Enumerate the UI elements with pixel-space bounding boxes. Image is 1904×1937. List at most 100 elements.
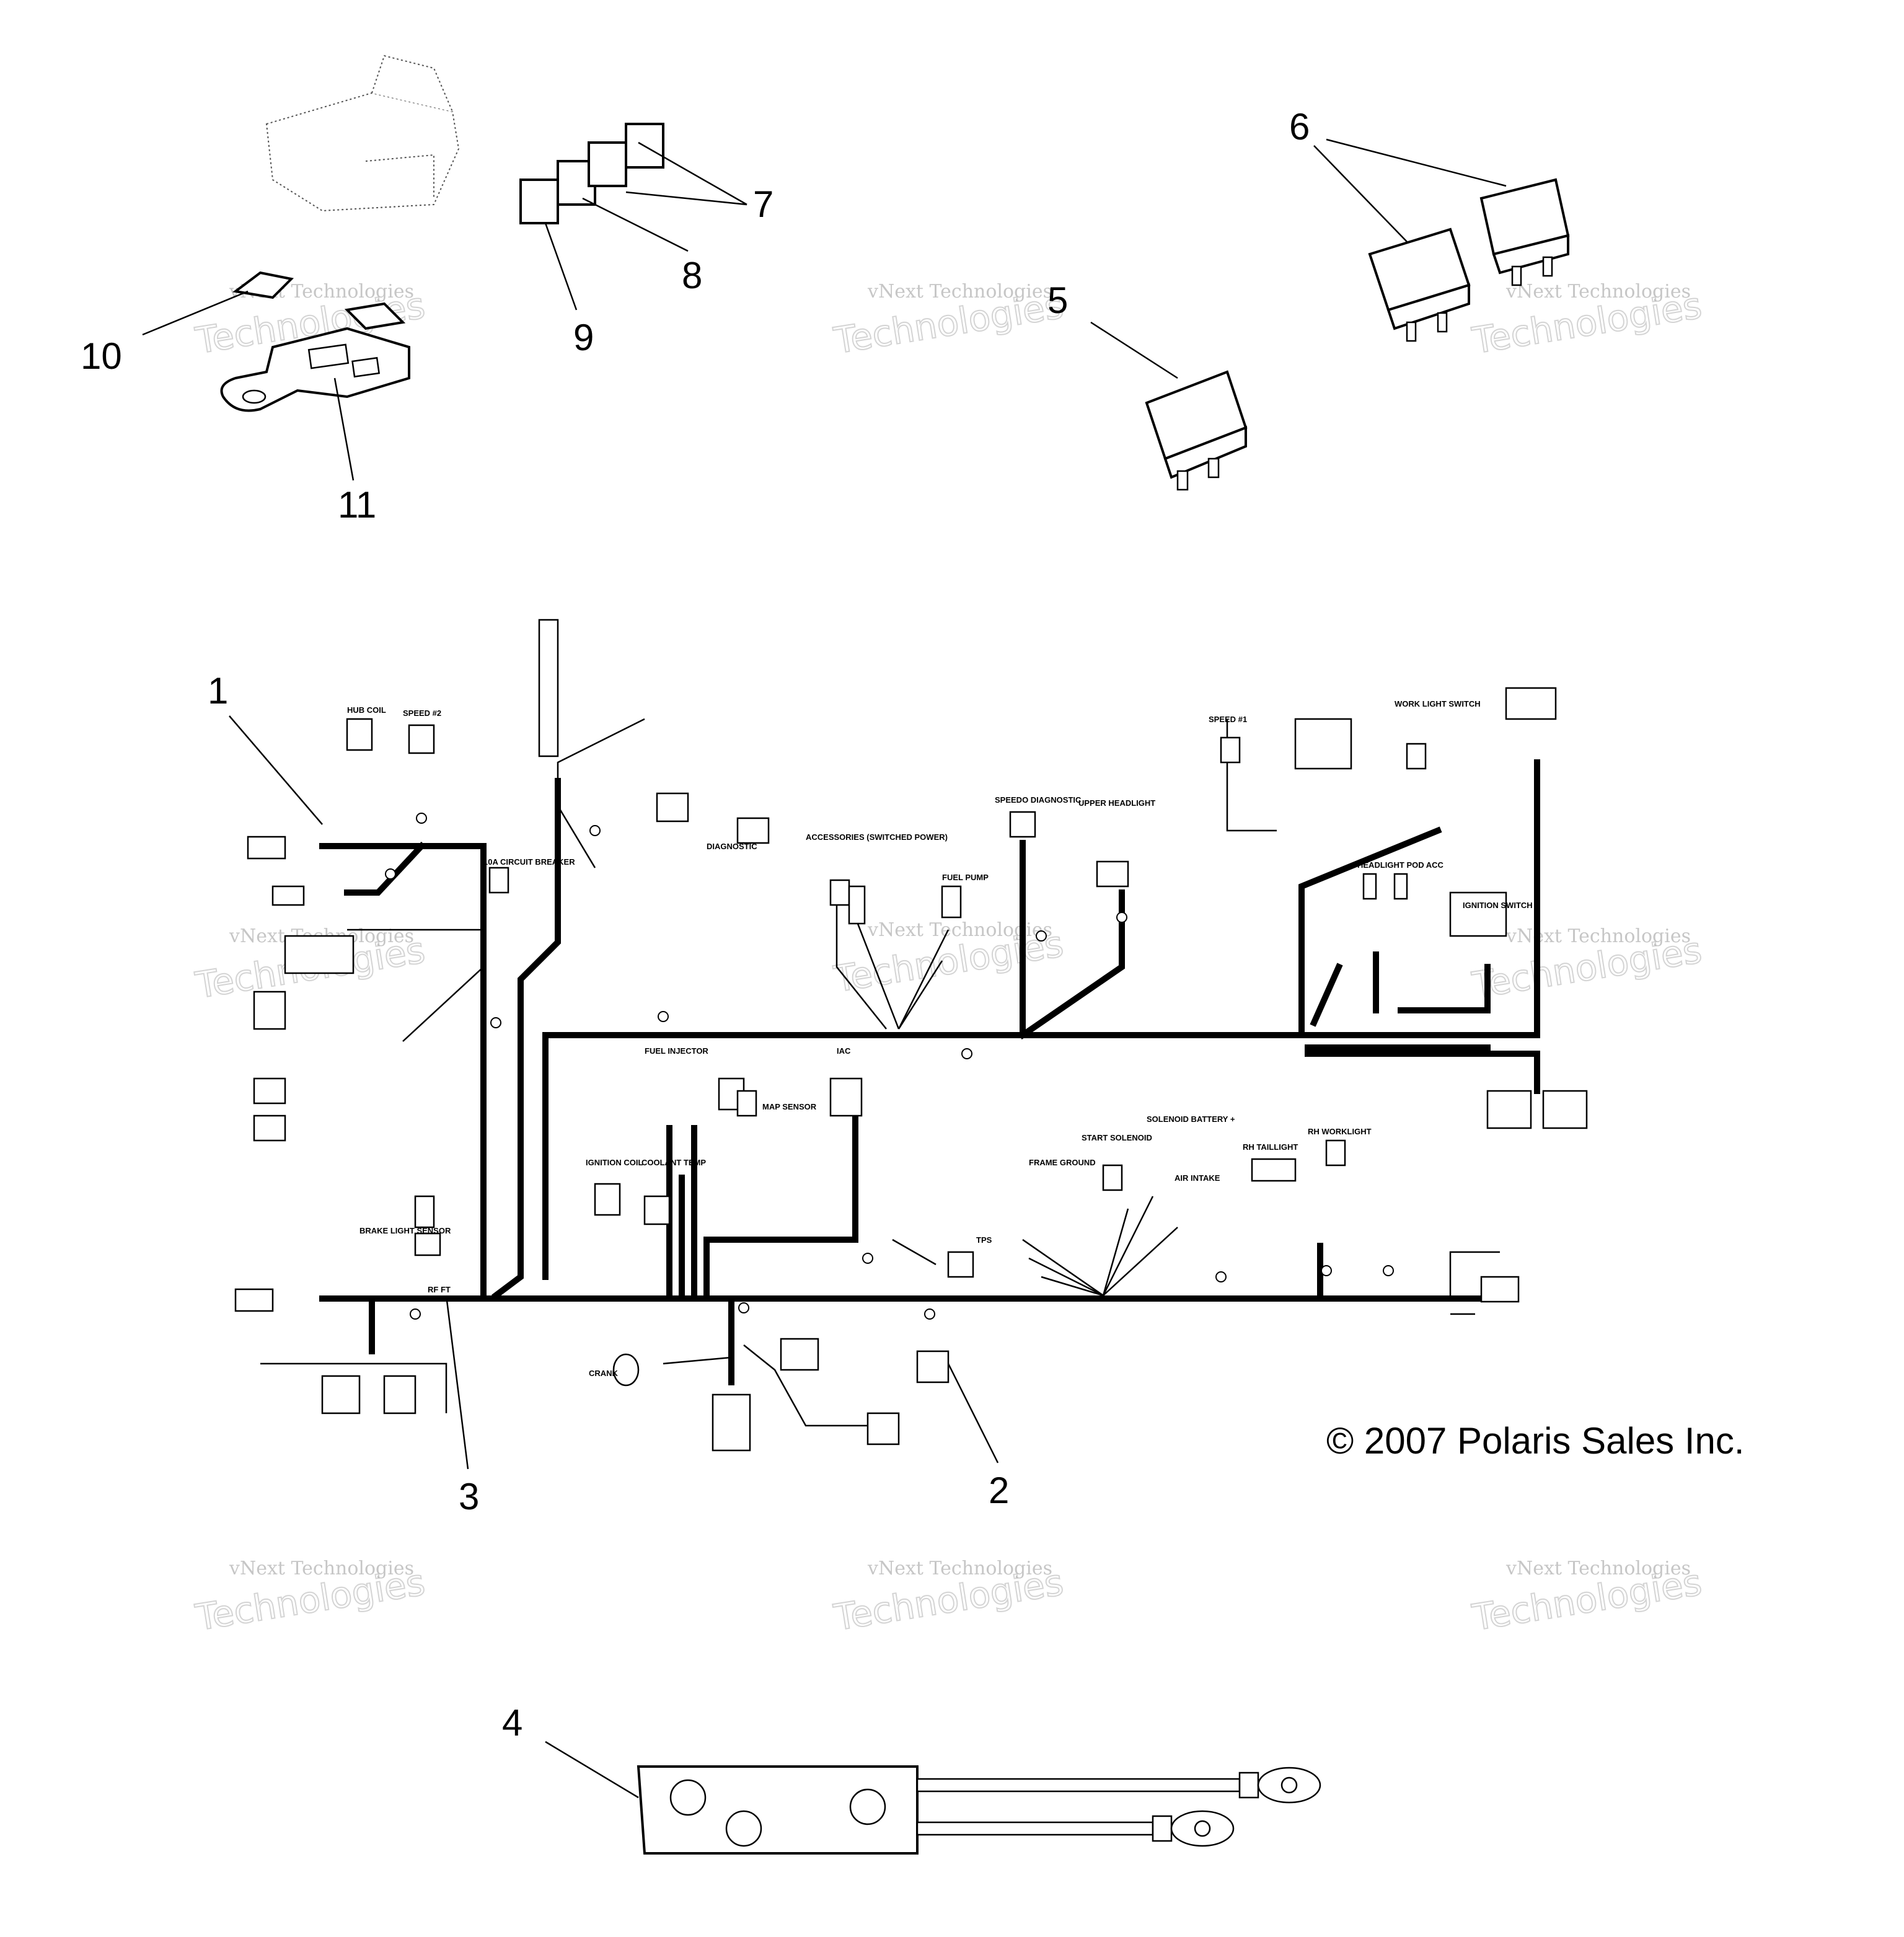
connector — [1294, 718, 1352, 770]
connector — [414, 1195, 435, 1229]
connector — [538, 619, 559, 757]
main-harness — [319, 759, 1540, 1385]
connector — [1486, 1090, 1532, 1129]
label-ignition-switch: IGNITION SWITCH — [1463, 901, 1533, 910]
connector — [1362, 873, 1377, 900]
connector — [1220, 736, 1241, 764]
connector — [866, 1412, 900, 1445]
connector — [284, 935, 355, 974]
label-frame-ground: FRAME GROUND — [1029, 1158, 1096, 1167]
copyright-text: © 2007 Polaris Sales Inc. — [1326, 1420, 1745, 1462]
connector — [947, 1251, 974, 1278]
connector — [1325, 1139, 1346, 1167]
watermark-text: vNext Technologies — [867, 1558, 1052, 1579]
callout-8: 8 — [682, 255, 702, 296]
connector — [656, 792, 689, 823]
connector — [780, 1338, 819, 1371]
label-coolant-temp: COOLANT TEMP — [641, 1158, 706, 1167]
label-accessories: ACCESSORIES (SWITCHED POWER) — [806, 832, 948, 842]
connector — [643, 1195, 671, 1225]
callout-11: 11 — [338, 484, 376, 526]
watermark: vNext Technologies Technologies — [1469, 1558, 1706, 1639]
thin-wires — [260, 718, 1500, 1427]
connector — [941, 885, 962, 919]
label-hub-coil: HUB COIL — [347, 705, 386, 715]
watermark-text: vNext Technologies — [1505, 1558, 1691, 1579]
watermark: vNext Technologies Technologies — [1469, 281, 1706, 363]
connector — [1505, 687, 1557, 720]
label-crank: CRANK — [589, 1369, 619, 1378]
relay-part — [1368, 178, 1570, 342]
bracket-part — [220, 271, 410, 412]
watermark-text: vNext Technologies — [229, 1558, 414, 1579]
connector — [1393, 873, 1408, 900]
connector — [1406, 743, 1427, 770]
watermark-text: vNext Technologies — [1505, 281, 1691, 302]
label-fuel-pump: FUEL PUMP — [942, 873, 989, 882]
callout-7: 7 — [753, 183, 774, 225]
connector — [253, 991, 286, 1030]
connector — [1102, 1164, 1123, 1191]
label-speed2: SPEED #2 — [403, 708, 441, 718]
callout-9: 9 — [573, 317, 594, 358]
connector — [848, 885, 866, 925]
callout-4: 4 — [502, 1702, 522, 1744]
callout-5: 5 — [1047, 280, 1068, 321]
watermark: vNext Technologies Technologies — [831, 1558, 1067, 1639]
connector — [736, 817, 770, 844]
label-speedo-diagnostic: SPEEDO DIAGNOSTIC — [995, 795, 1082, 805]
label-diagnostic: DIAGNOSTIC — [707, 842, 757, 851]
watermark: vNext Technologies Technologies — [1469, 925, 1706, 1007]
connector — [383, 1375, 416, 1414]
connector — [1480, 1276, 1520, 1303]
label-work-light-switch: WORK LIGHT SWITCH — [1395, 699, 1481, 708]
label-tps: TPS — [976, 1235, 992, 1245]
watermark: vNext Technologies Technologies — [831, 281, 1067, 363]
label-air-intake: AIR INTAKE — [1175, 1173, 1220, 1183]
callout-2: 2 — [989, 1470, 1009, 1511]
connector — [736, 1090, 757, 1117]
label-headlight-pod-acc: HEADLIGHT POD ACC — [1357, 860, 1444, 870]
connector — [1096, 860, 1129, 888]
label-iac: IAC — [837, 1046, 851, 1056]
connector — [1009, 811, 1036, 838]
relay-part — [1145, 370, 1248, 491]
connector-labels: HUB COIL SPEED #2 10A CIRCUIT BREAKER DI… — [347, 699, 1533, 1378]
crank-sensor — [612, 1353, 640, 1387]
battery-cable-part — [637, 1765, 1321, 1855]
connector — [1449, 891, 1507, 937]
label-rf-ft: RF FT — [428, 1285, 451, 1294]
label-start-solenoid: START SOLENOID — [1082, 1133, 1152, 1142]
connector — [1542, 1090, 1588, 1129]
label-solenoid-battery: SOLENOID BATTERY + — [1147, 1114, 1235, 1124]
label-fuel-injector: FUEL INJECTOR — [645, 1046, 708, 1056]
connector-item-2 — [916, 1350, 950, 1383]
callout-3: 3 — [459, 1476, 479, 1517]
connector — [829, 1077, 863, 1117]
label-map-sensor: MAP SENSOR — [762, 1102, 817, 1111]
watermark: vNext Technologies Technologies — [831, 919, 1067, 1001]
label-speed1: SPEED #1 — [1209, 715, 1247, 724]
connector — [271, 885, 305, 906]
label-rh-worklight: RH WORKLIGHT — [1308, 1127, 1372, 1136]
connector — [414, 1232, 441, 1256]
connector — [253, 1114, 286, 1142]
watermark: vNext Technologies Technologies — [192, 1558, 429, 1639]
connector — [712, 1393, 751, 1452]
watermark-text: vNext Technologies — [867, 281, 1052, 302]
connector — [488, 867, 509, 894]
connector — [346, 718, 373, 751]
connector — [594, 1183, 621, 1216]
label-brake-light-sensor: BRAKE LIGHT SENSOR — [359, 1226, 451, 1235]
connectors — [234, 619, 1588, 1452]
label-circuit-breaker: 10A CIRCUIT BREAKER — [483, 857, 575, 867]
connector — [234, 1288, 274, 1312]
callout-10: 10 — [81, 335, 122, 377]
connector — [321, 1375, 361, 1414]
callout-6: 6 — [1289, 106, 1310, 148]
part-bubbles — [385, 813, 1394, 1320]
label-rh-taillight: RH TAILLIGHT — [1243, 1142, 1298, 1152]
connector — [1251, 1158, 1297, 1182]
fuse-box-part — [265, 55, 460, 212]
